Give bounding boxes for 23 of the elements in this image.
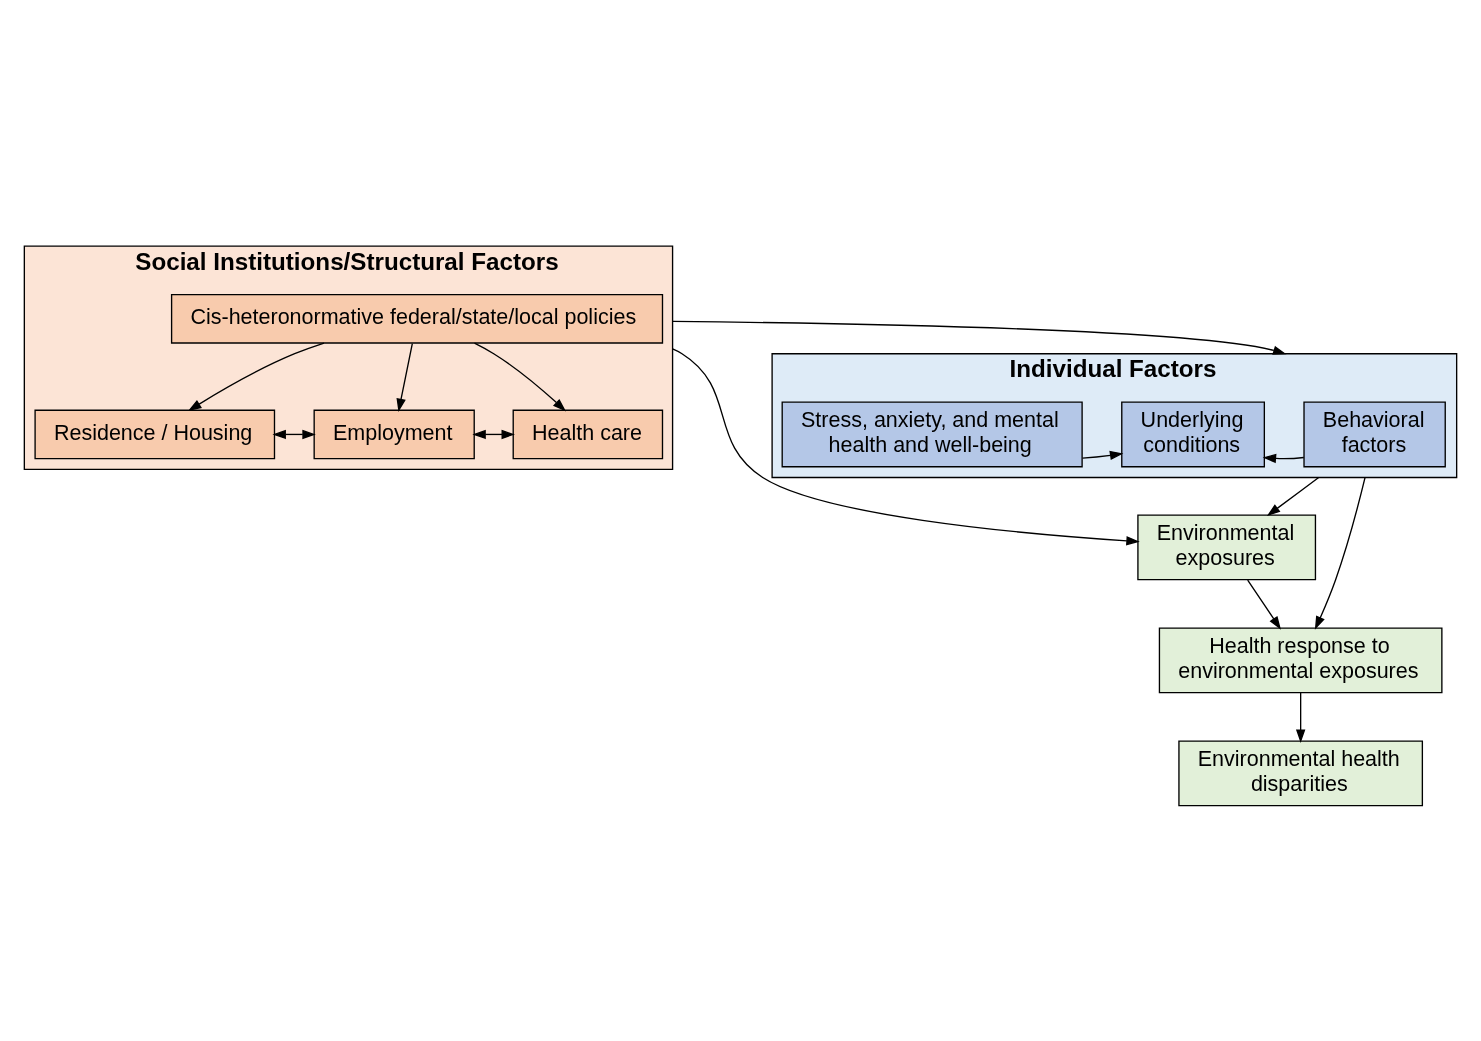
node-box: Underlying conditions <box>1121 401 1265 468</box>
arrow <box>1266 476 1320 517</box>
node-box: Health care <box>512 409 664 460</box>
arrow <box>1247 579 1281 630</box>
node-box: Environmental exposures <box>1137 514 1317 581</box>
arrow <box>671 348 1140 546</box>
arrow <box>1314 476 1366 630</box>
node-box: Stress, anxiety, and mental health and well-being <box>781 401 1083 468</box>
arrow <box>188 342 325 412</box>
node-box: Residence / Housing <box>34 409 276 460</box>
node-box: Employment <box>313 409 475 460</box>
node-box: Behavioral factors <box>1303 401 1446 468</box>
arrow <box>1081 450 1124 461</box>
arrow <box>272 429 316 440</box>
node-box: Environmental health disparities <box>1178 740 1424 807</box>
arrow <box>671 320 1287 355</box>
node-box: Cis-heteronormative federal/state/local policies <box>170 293 664 344</box>
arrow <box>396 342 413 413</box>
arrow <box>1295 692 1306 744</box>
arrow <box>472 429 515 440</box>
node-box: Health response to environmental exposures <box>1158 627 1443 694</box>
arrow <box>473 342 567 412</box>
arrow <box>1262 453 1305 464</box>
